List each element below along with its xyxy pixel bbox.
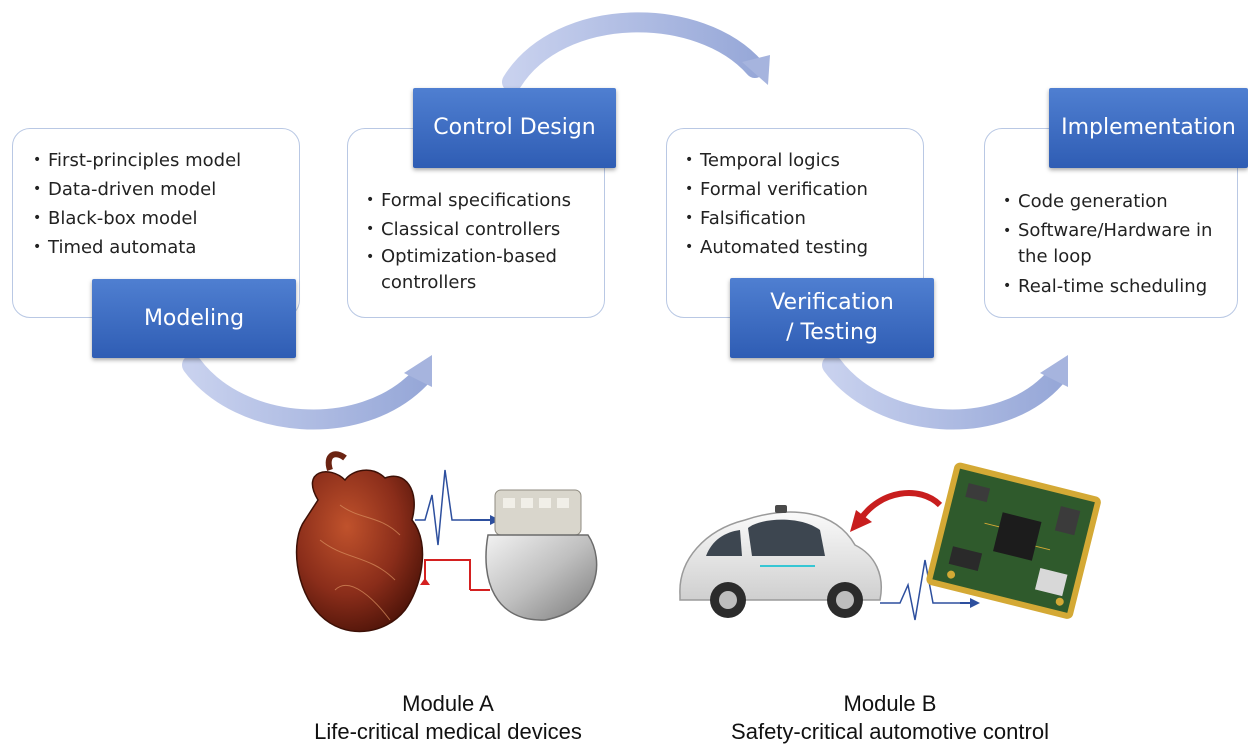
verification-list: Temporal logics Formal verification Fals…	[667, 129, 923, 262]
list-item: Code generation	[1003, 187, 1237, 216]
list-item: Real-time scheduling	[1003, 272, 1237, 301]
flow-arrowhead	[404, 355, 432, 387]
control-signal	[850, 490, 980, 621]
heart-illustration	[295, 451, 424, 633]
module-a-subtitle: Life-critical medical devices	[314, 719, 582, 744]
circuit-board-illustration	[926, 462, 1101, 619]
list-item: Formal specifications	[366, 186, 604, 215]
pacemaker-illustration	[485, 489, 598, 621]
implementation-list: Code generation Software/Hardware in the…	[985, 129, 1237, 301]
car-illustration	[679, 505, 882, 618]
modeling-list: First-principles model Data-driven model…	[13, 129, 299, 262]
list-item: Formal verification	[685, 175, 923, 204]
list-item: Black-box model	[33, 204, 299, 233]
modeling-tag: Modeling	[92, 279, 296, 358]
list-item: First-principles model	[33, 146, 299, 175]
list-item: Classical controllers	[366, 215, 604, 244]
control-design-tag: Control Design	[413, 88, 616, 168]
list-item: Timed automata	[33, 233, 299, 262]
module-b-title: Module B	[843, 691, 937, 716]
flow-arrow-modeling-to-control	[182, 355, 430, 430]
list-item: Temporal logics	[685, 146, 923, 175]
list-item: Falsification	[685, 204, 923, 233]
module-a-caption: Module A Life-critical medical devices	[268, 690, 628, 746]
control-design-list: Formal specifications Classical controll…	[348, 129, 604, 296]
flow-arrowhead	[1040, 355, 1068, 387]
list-item: Data-driven model	[33, 175, 299, 204]
module-a-title: Module A	[402, 691, 494, 716]
flow-arrow-control-to-verification	[502, 12, 765, 92]
module-b-subtitle: Safety-critical automotive control	[731, 719, 1049, 744]
module-b-caption: Module B Safety-critical automotive cont…	[680, 690, 1100, 746]
list-item: Software/Hardware in the loop	[1003, 218, 1228, 270]
list-item: Optimization-based controllers	[366, 244, 581, 296]
flow-arrowhead	[742, 55, 770, 85]
list-item: Automated testing	[685, 233, 923, 262]
flow-arrow-verification-to-implementation	[822, 355, 1065, 430]
verification-tag: Verification / Testing	[730, 278, 934, 358]
implementation-tag: Implementation	[1049, 88, 1248, 168]
